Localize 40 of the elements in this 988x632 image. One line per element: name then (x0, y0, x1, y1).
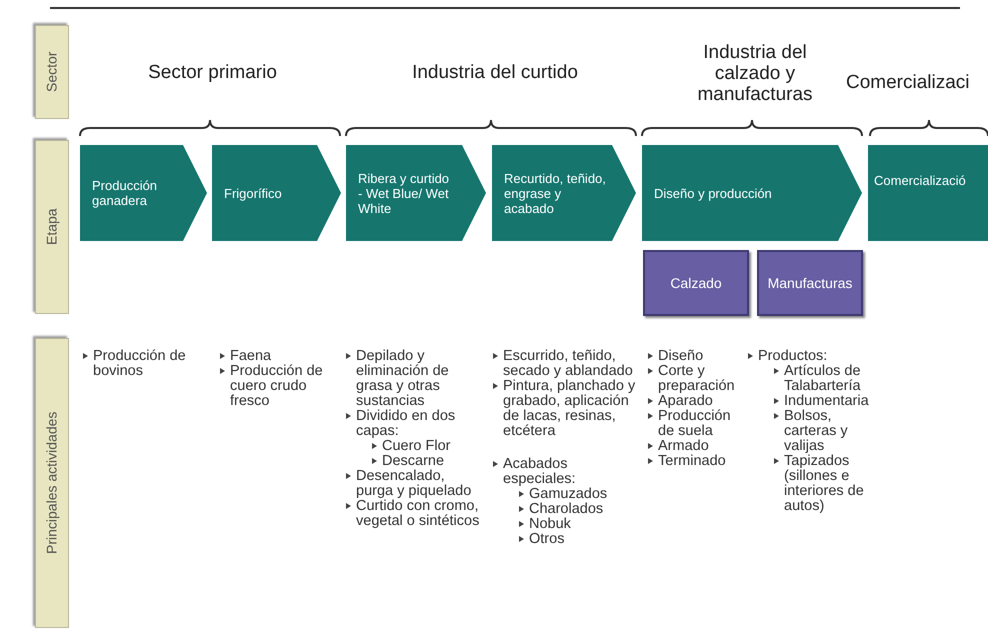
sub-activity-item: Tapizados (sillones e interiores de autos) (771, 454, 880, 514)
sub-activity-item: Charolados (516, 502, 642, 517)
sector-heading: Sector primario (147, 62, 278, 83)
process-step: Frigorífico (212, 145, 341, 241)
activity-item: Acabados especiales: (490, 457, 642, 487)
sub-activity-item: Descarne (369, 454, 485, 469)
sub-activity-item: Cuero Flor (369, 439, 485, 454)
activity-item: Dividido en dos capas: (343, 409, 485, 439)
activity-item: Producción de cuero crudo fresco (217, 364, 335, 409)
sub-activity-item: Otros (516, 532, 642, 547)
sector-heading: Industria del calzado y manufacturas (696, 42, 814, 105)
sector-heading: Industria del curtido (411, 62, 579, 83)
process-step: Recurtido, teñido, engrase y acabado (492, 145, 636, 241)
row-header: Etapa (35, 140, 69, 314)
activity-item: Depilado y eliminación de grasa y otras sustancias (343, 349, 485, 409)
activity-item: Pintura, planchado y grabado, aplicación de lacas, resinas, etcétera (490, 379, 642, 439)
sub-activity-item: Bolsos, carteras y valijas (771, 409, 880, 454)
activity-item: Producción de suela (645, 409, 749, 439)
sub-activity-item: Indumentaria (771, 394, 880, 409)
activity-item: Producción de bovinos (80, 349, 200, 379)
sub-activity-item: Artículos de Talabartería (771, 364, 880, 394)
process-step: Ribera y curtido - Wet Blue/ Wet White (346, 145, 486, 241)
process-step: Producción ganadera (80, 145, 207, 241)
row-header: Sector (35, 25, 69, 119)
sector-heading: Comercializaci (846, 72, 971, 93)
activity-item: Escurrido, teñido, secado y ablandado (490, 349, 642, 379)
row-header: Principales actividades (35, 338, 69, 628)
sub-activity-item: Gamuzados (516, 487, 642, 502)
process-step: Diseño y producción (642, 145, 862, 241)
activity-item: Corte y preparación (645, 364, 749, 394)
category-box: Calzado (643, 250, 749, 316)
category-box: Manufacturas (757, 250, 863, 316)
activity-item: Terminado (645, 454, 749, 469)
sub-activity-item: Nobuk (516, 517, 642, 532)
process-step: Comercializació (868, 145, 988, 241)
activity-item: Faena (217, 349, 335, 364)
activity-item: Desencalado, purga y piquelado (343, 469, 485, 499)
activity-item: Aparado (645, 394, 749, 409)
activity-item: Armado (645, 439, 749, 454)
activity-item: Curtido con cromo, vegetal o sintéticos (343, 499, 485, 529)
